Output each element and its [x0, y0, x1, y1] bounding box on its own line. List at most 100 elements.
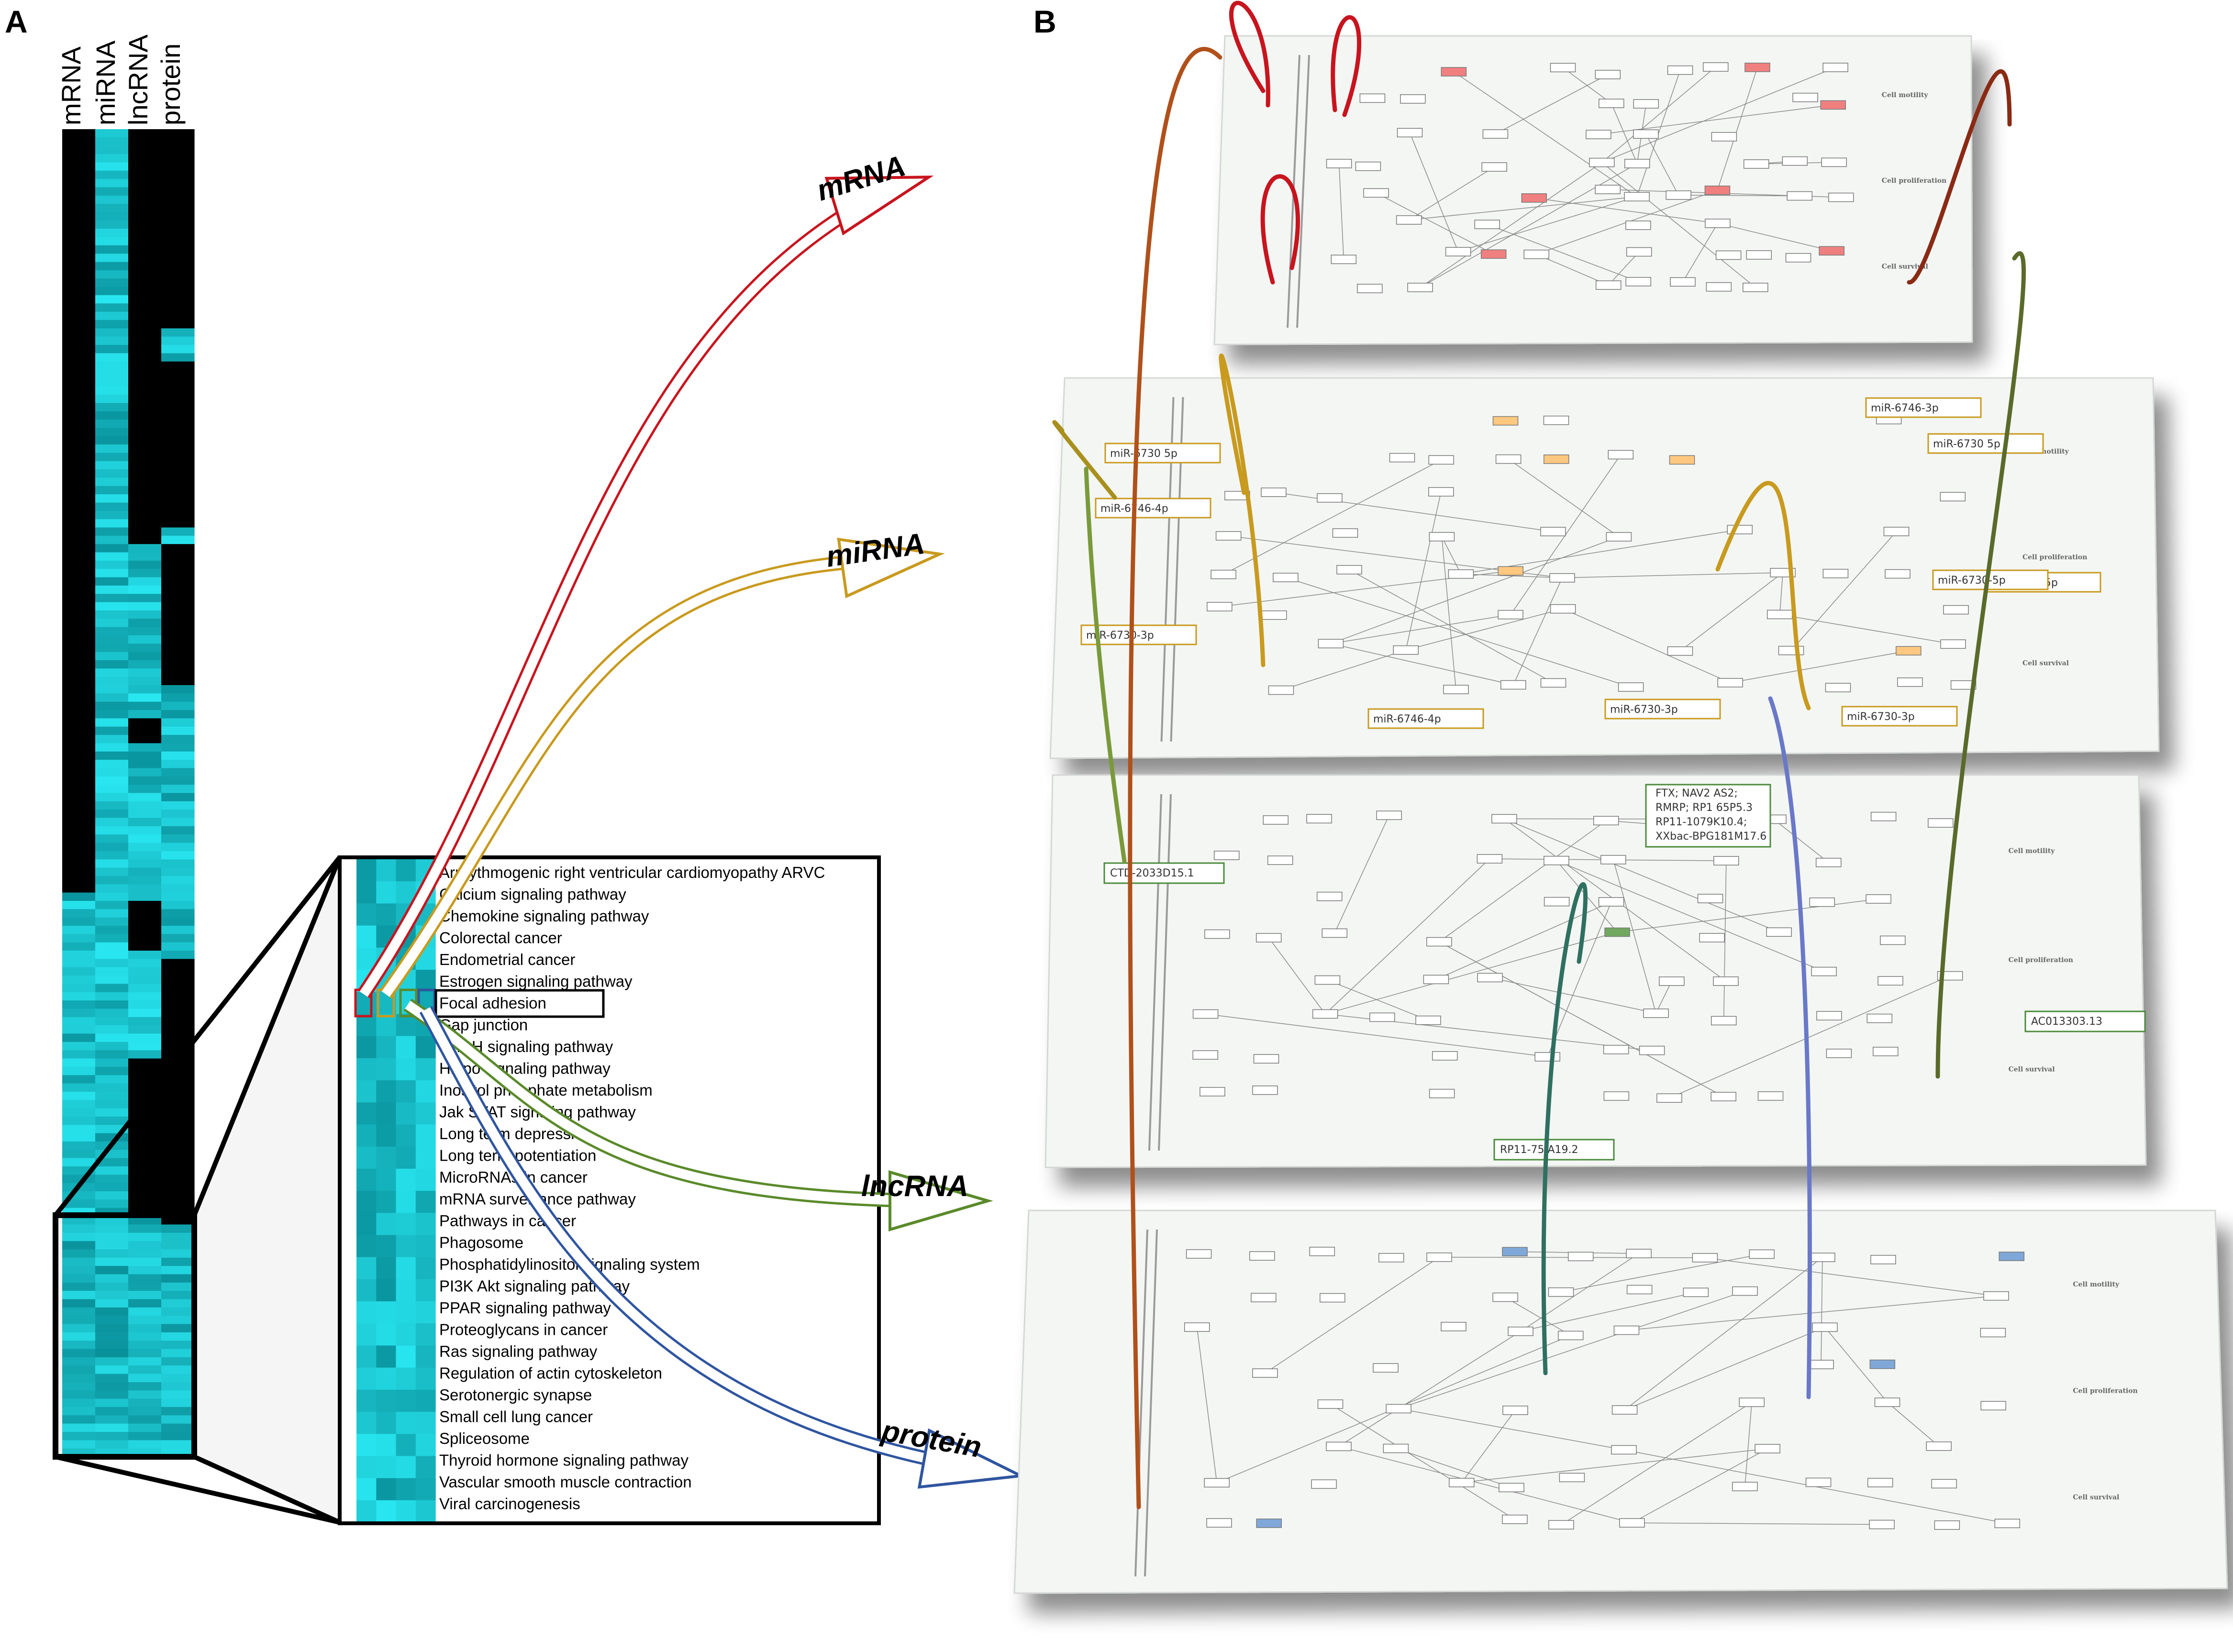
heat-cell: [95, 1407, 129, 1416]
gene-node: [1792, 92, 1818, 102]
heat-cell: [161, 295, 195, 304]
heat-cell: [95, 726, 129, 735]
heat-cell: [62, 461, 96, 470]
heat-cell: [161, 386, 195, 395]
heat-cell: [161, 420, 195, 428]
heat-cell: [62, 743, 96, 752]
pathway-edge: [1717, 223, 1832, 252]
gene-node: [1322, 928, 1348, 938]
highlighted-gene-node: [1704, 185, 1731, 195]
heat-cell: [161, 494, 195, 503]
mirna-layer-sheet: [1049, 377, 2160, 759]
gene-node: [1317, 493, 1343, 503]
gene-node: [1481, 162, 1507, 172]
heat-cell: [128, 1216, 162, 1225]
gene-node: [1766, 610, 1793, 620]
gene-node: [1336, 565, 1362, 575]
panel-label-b: B: [1033, 4, 1056, 39]
zoom-heat-cell: [396, 1257, 416, 1280]
heat-cell: [128, 834, 162, 843]
heat-cell: [62, 1216, 96, 1225]
pathway-edge: [1338, 163, 1344, 260]
heat-cell: [62, 378, 96, 387]
gene-node: [1326, 159, 1352, 168]
heat-cell: [62, 967, 96, 976]
gene-node: [1482, 129, 1509, 139]
mirna-box: [1865, 397, 1982, 418]
heat-cell: [95, 170, 129, 179]
heat-cell: [161, 179, 195, 188]
pathway-edge: [1396, 1448, 1512, 1488]
heat-cell: [128, 411, 162, 420]
heat-cell: [128, 676, 162, 686]
pathway-edge: [1458, 196, 1637, 252]
zoom-heat-cell: [415, 1345, 436, 1368]
heat-cell: [161, 1357, 195, 1366]
zoom-heat-cell: [356, 1323, 377, 1346]
gene-node: [1624, 159, 1650, 168]
pathway-edge: [1409, 166, 1495, 221]
zoom-heat-cell: [376, 1213, 397, 1235]
heat-cell: [128, 718, 162, 727]
heat-cell: [128, 386, 162, 395]
heat-cell: [62, 510, 96, 520]
heat-cell: [62, 809, 96, 819]
heat-cell: [95, 1224, 129, 1233]
gene-node: [1595, 185, 1621, 194]
heat-cell: [128, 917, 162, 926]
gene-node: [1667, 646, 1693, 656]
heat-cell: [161, 436, 195, 445]
gene-node: [1667, 65, 1693, 75]
heat-cell: [62, 619, 96, 628]
zoom-heat-cell: [396, 1412, 416, 1434]
gene-node: [1309, 1247, 1335, 1256]
heat-cell: [128, 1415, 162, 1424]
heat-cell: [128, 1017, 162, 1026]
gene-node: [1204, 1478, 1230, 1488]
heat-cell: [128, 867, 162, 876]
gene-node: [1432, 1051, 1458, 1061]
gene-node: [1508, 1326, 1533, 1336]
heat-cell: [128, 635, 162, 644]
heat-cell: [161, 344, 195, 354]
gene-node: [1659, 976, 1685, 986]
gene-node: [1369, 1012, 1395, 1022]
heat-cell: [128, 1042, 162, 1051]
zoom-heat-cell: [415, 1500, 436, 1523]
heat-cell: [161, 776, 195, 785]
pathway-edge: [1376, 192, 1494, 255]
pathway-edge: [1487, 224, 1639, 282]
heat-cell: [95, 1025, 129, 1034]
heat-cell: [62, 834, 96, 843]
heat-cell: [95, 395, 129, 403]
gene-node: [1376, 810, 1402, 820]
zoom-selection-box: [53, 1212, 197, 1460]
mirna-box: [1841, 706, 1958, 727]
heat-cell: [95, 793, 129, 802]
heat-cell: [161, 660, 195, 669]
heat-cell: [161, 627, 195, 636]
zoom-heat-cell: [356, 925, 377, 948]
pathway-label: Small cell lung cancer: [439, 1408, 593, 1426]
heat-cell: [161, 951, 195, 959]
heat-cell: [62, 303, 96, 312]
pathway-edge: [1409, 133, 1459, 252]
heat-cell: [95, 428, 129, 437]
gene-node: [1443, 685, 1469, 694]
heat-cell: [161, 1423, 195, 1432]
pathway-edge: [1338, 1331, 1521, 1447]
pathway-edge: [1405, 491, 1442, 650]
gene-node: [1544, 897, 1570, 907]
pathway-edge: [1601, 67, 1716, 163]
gene-node: [1743, 159, 1769, 169]
heat-cell: [95, 1316, 129, 1325]
mirna-label: miR-6730 5p: [1933, 438, 2000, 450]
gene-node: [1926, 1441, 1952, 1451]
layer-link-arrow: [1229, 0, 1270, 108]
gene-node: [1500, 680, 1526, 690]
heat-cell: [128, 170, 162, 179]
heat-cell: [95, 344, 129, 354]
heat-cell: [62, 1374, 96, 1383]
